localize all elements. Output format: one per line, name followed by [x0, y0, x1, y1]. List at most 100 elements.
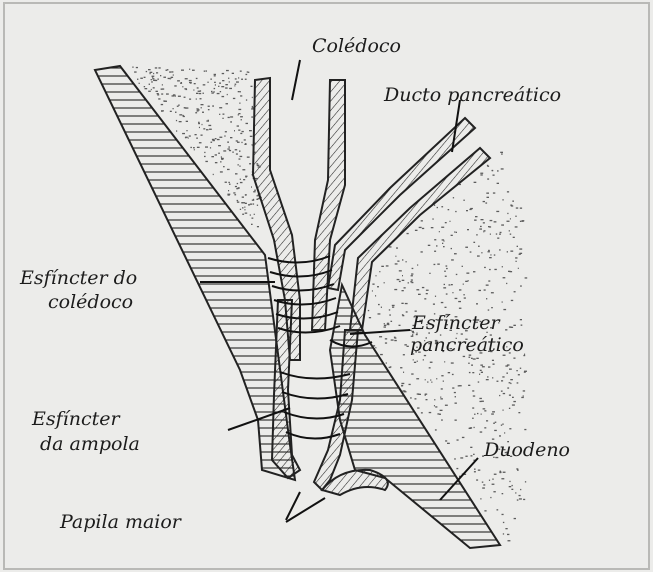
stipple-dot — [486, 193, 489, 194]
stipple-dot — [426, 399, 428, 400]
stipple-dot — [509, 382, 511, 383]
stipple-dot — [197, 110, 199, 111]
stipple-dot — [436, 245, 438, 246]
stipple-dot — [243, 179, 245, 180]
stipple-dot — [496, 211, 499, 212]
stipple-dot — [492, 484, 495, 485]
stipple-dot — [484, 410, 486, 411]
stipple-dot — [483, 484, 485, 485]
stipple-dot — [419, 227, 422, 228]
stipple-dot — [381, 307, 382, 308]
stipple-dot — [480, 431, 483, 432]
stipple-dot — [511, 489, 513, 490]
stipple-dot — [254, 190, 256, 191]
stipple-dot — [201, 107, 202, 108]
stipple-dot — [509, 408, 510, 409]
stipple-dot — [488, 366, 490, 367]
stipple-dot — [521, 397, 524, 398]
stipple-dot — [222, 73, 224, 74]
stipple-dot — [501, 478, 504, 479]
stipple-dot — [239, 151, 241, 152]
stipple-dot — [389, 309, 390, 310]
stipple-dot — [226, 70, 229, 71]
stipple-dot — [178, 105, 180, 106]
stipple-dot — [402, 315, 404, 316]
stipple-dot — [202, 124, 203, 125]
stipple-dot — [472, 390, 474, 391]
stipple-dot — [240, 95, 242, 96]
stipple-dot — [369, 317, 371, 318]
stipple-dot — [481, 401, 484, 402]
stipple-dot — [450, 221, 451, 222]
stipple-dot — [160, 75, 161, 76]
stipple-dot — [240, 156, 243, 157]
stipple-dot — [384, 325, 387, 326]
stipple-dot — [439, 231, 440, 232]
stipple-dot — [441, 206, 443, 207]
stipple-dot — [520, 221, 522, 222]
stipple-dot — [215, 162, 218, 163]
stipple-dot — [488, 250, 490, 251]
stipple-dot — [481, 252, 482, 253]
stipple-dot — [515, 257, 517, 258]
stipple-dot — [245, 194, 247, 195]
stipple-dot — [171, 77, 173, 78]
stipple-dot — [417, 264, 418, 265]
stipple-dot — [245, 176, 247, 177]
stipple-dot — [235, 173, 238, 174]
stipple-dot — [443, 287, 446, 288]
stipple-dot — [242, 197, 244, 198]
stipple-dot — [475, 216, 478, 217]
stipple-dot — [229, 88, 232, 89]
stipple-dot — [440, 410, 443, 411]
stipple-dot — [379, 271, 380, 272]
stipple-dot — [218, 145, 221, 146]
stipple-dot — [395, 263, 398, 264]
stipple-dot — [490, 497, 491, 498]
stipple-dot — [507, 213, 508, 214]
stipple-dot — [173, 74, 174, 75]
stipple-dot — [446, 265, 448, 266]
stipple-dot — [501, 391, 503, 392]
stipple-dot — [496, 233, 497, 234]
stipple-dot — [455, 420, 457, 421]
stipple-dot — [416, 289, 419, 290]
stipple-dot — [513, 401, 516, 402]
stipple-dot — [198, 122, 200, 123]
stipple-dot — [402, 275, 403, 276]
stipple-dot — [375, 347, 376, 348]
stipple-dot — [448, 209, 450, 210]
stipple-dot — [399, 281, 401, 282]
stipple-dot — [491, 307, 493, 308]
stipple-dot — [522, 220, 525, 221]
stipple-dot — [472, 407, 474, 408]
stipple-dot — [474, 182, 477, 183]
stipple-dot — [497, 509, 499, 510]
stipple-dot — [509, 481, 510, 482]
stipple-dot — [227, 194, 230, 195]
stipple-dot — [232, 152, 234, 153]
stipple-dot — [507, 534, 509, 535]
stipple-dot — [483, 408, 486, 409]
stipple-dot — [225, 182, 227, 183]
stipple-dot — [245, 79, 247, 80]
stipple-dot — [237, 125, 239, 126]
stipple-dot — [193, 147, 195, 148]
stipple-dot — [234, 194, 236, 195]
stipple-dot — [198, 123, 200, 124]
stipple-dot — [501, 153, 503, 154]
stipple-dot — [204, 71, 205, 72]
stipple-dot — [210, 147, 211, 148]
stipple-dot — [469, 357, 471, 358]
stipple-dot — [214, 82, 216, 83]
stipple-dot — [158, 67, 160, 68]
stipple-dot — [479, 398, 482, 399]
stipple-dot — [503, 393, 505, 394]
stipple-dot — [470, 447, 472, 448]
stipple-dot — [170, 78, 171, 79]
stipple-dot — [182, 86, 183, 87]
stipple-dot — [485, 202, 487, 203]
stipple-dot — [185, 78, 188, 79]
stipple-dot — [372, 290, 373, 291]
stipple-dot — [436, 378, 437, 379]
